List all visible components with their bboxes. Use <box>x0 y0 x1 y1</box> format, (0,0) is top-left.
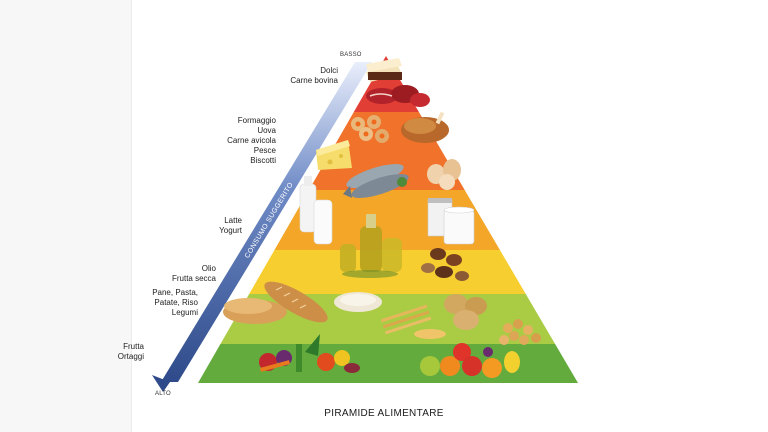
tier-label-line: Pesce <box>253 146 276 155</box>
left-gutter <box>0 0 131 432</box>
tier-label-3: Latte Yogurt <box>219 216 242 236</box>
tier-label-line: Patate, Riso <box>154 298 198 307</box>
roast-chicken-icon <box>401 111 449 143</box>
tier-label-line: Formaggio <box>237 116 276 125</box>
diagram-title: PIRAMIDE ALIMENTARE <box>324 408 444 419</box>
tier-label-line: Frutta secca <box>171 274 216 283</box>
tier-label-4: Olio Frutta secca <box>172 264 216 284</box>
bread-icon <box>223 281 328 324</box>
axis-top-label: BASSO <box>340 52 362 58</box>
vegetables-icon <box>259 334 360 373</box>
tier-label-1: Dolci Carne bovina <box>290 66 338 86</box>
eggs-icon <box>427 159 461 190</box>
donuts-icon <box>351 115 389 143</box>
yogurt-jar-icon <box>427 198 475 245</box>
tier-label-line: Pane, Pasta, <box>152 288 198 297</box>
tier-label-5: Pane, Pasta, Patate, Riso Legumi <box>152 288 198 318</box>
potato-icon <box>444 294 487 330</box>
chickpea-icon <box>499 319 541 345</box>
tier-label-6: Frutta Ortaggi <box>118 342 144 362</box>
axis-bottom-label: ALTO <box>155 391 171 397</box>
tier-label-line: Dolci <box>320 66 338 75</box>
tier-label-line: Ortaggi <box>117 352 144 361</box>
fish-icon <box>343 164 409 198</box>
cheese-icon <box>316 140 352 170</box>
rice-icon <box>334 292 382 312</box>
tier-label-line: Yogurt <box>219 226 242 235</box>
tier-label-line: Biscotti <box>250 156 276 165</box>
consumption-axis-arrow <box>152 62 372 392</box>
tier-label-line: Carne avicola <box>227 136 276 145</box>
tier-label-line: Latte <box>224 216 242 225</box>
chestnut-icon <box>421 248 469 281</box>
tier-label-line: Olio <box>201 264 216 273</box>
fruit-icon <box>420 343 520 378</box>
tier-label-line: Uova <box>257 126 276 135</box>
red-meat-icon <box>366 85 430 107</box>
tier-label-line: Frutta <box>123 342 144 351</box>
milk-bottle-icon <box>299 176 333 245</box>
pasta-icon <box>380 304 446 339</box>
tier-label-2: Formaggio Uova Carne avicola Pesce Bisco… <box>227 116 276 166</box>
pyramid-bands <box>198 56 578 383</box>
tier-label-line: Legumi <box>171 308 198 317</box>
olive-oil-icon <box>340 214 402 278</box>
cake-icon <box>366 58 402 82</box>
tier-label-line: Carne bovina <box>290 76 338 85</box>
